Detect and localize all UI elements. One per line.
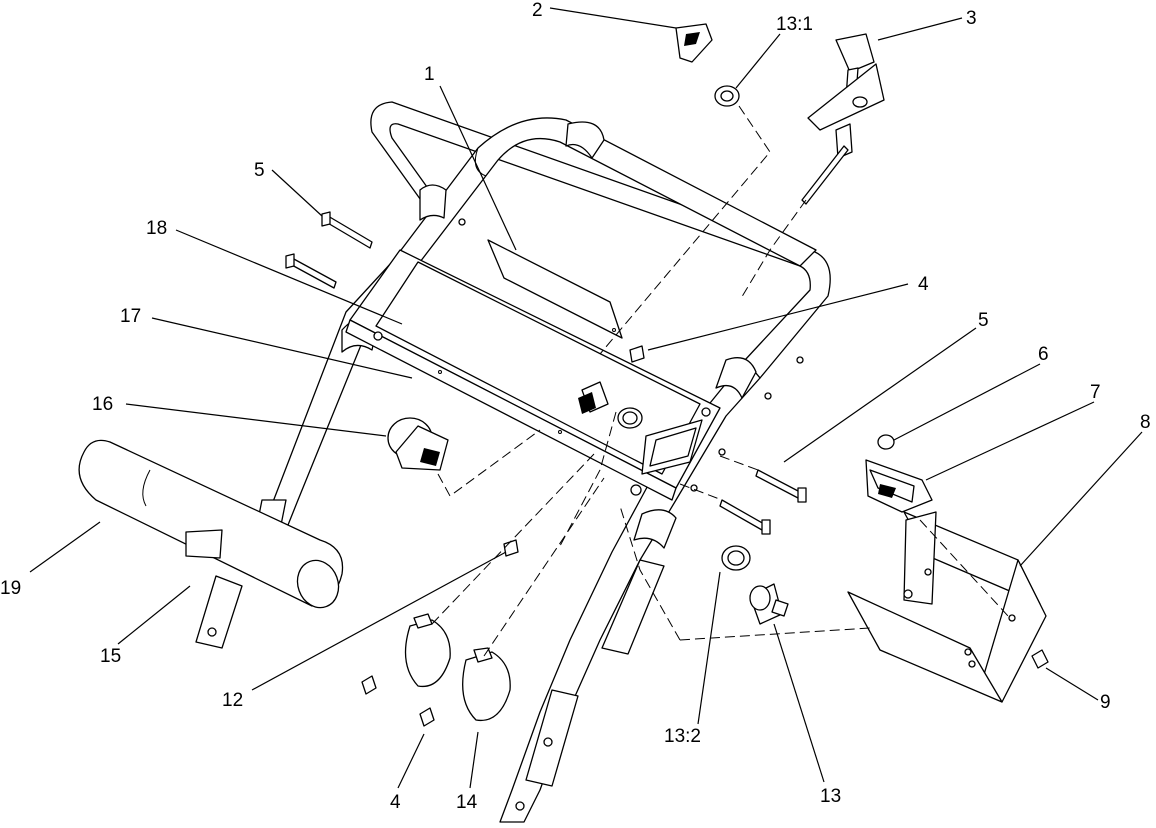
callout-13-2: 13:2 (664, 726, 701, 747)
callout-3: 3 (966, 8, 977, 29)
relay-switch (865, 434, 1049, 669)
callout-4-top: 4 (918, 274, 929, 295)
callout-9: 9 (1100, 692, 1111, 713)
callout-18: 18 (146, 218, 167, 239)
ignition-key (675, 23, 713, 63)
choke-knob (387, 417, 449, 471)
callout-17: 17 (120, 306, 141, 327)
callout-1: 1 (424, 64, 435, 85)
handle-grip-tube (78, 439, 344, 649)
bolt-right (719, 469, 807, 535)
callout-7: 7 (1090, 382, 1101, 403)
callout-2: 2 (532, 0, 543, 21)
decal-panel (487, 239, 623, 339)
callout-19: 19 (0, 578, 21, 599)
leader-lines (29, 7, 1143, 789)
assembly-paths (431, 105, 1009, 657)
callout-14: 14 (456, 792, 478, 813)
switch-nut (714, 85, 740, 107)
callout-15: 15 (100, 646, 121, 667)
callout-16: 16 (92, 394, 113, 415)
throttle-lever (801, 33, 885, 205)
handle-frame (255, 101, 831, 823)
callout-4-bottom: 4 (390, 792, 401, 813)
callout-8: 8 (1140, 412, 1151, 433)
bolt-upper-left (285, 211, 373, 289)
callout-6: 6 (1038, 344, 1049, 365)
callout-13-1: 13:1 (776, 14, 813, 35)
screws (361, 345, 645, 727)
callout-12: 12 (222, 690, 243, 711)
callout-5-right: 5 (978, 310, 989, 331)
mounting-bracket (847, 511, 1047, 703)
hose-clamps (404, 613, 511, 722)
callout-labels: 1 2 13:1 3 5 18 4 17 5 6 7 16 8 19 15 12… (0, 0, 1151, 813)
callout-5-left: 5 (254, 160, 265, 181)
callout-13: 13 (820, 786, 841, 807)
solenoid (721, 545, 789, 625)
